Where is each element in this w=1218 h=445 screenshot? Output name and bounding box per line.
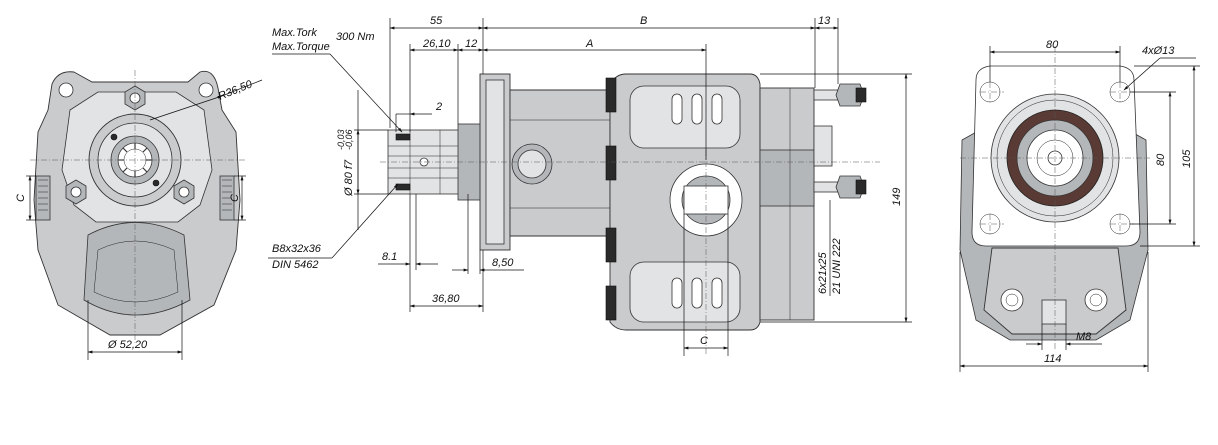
dim-c-left: C [15, 194, 27, 202]
label-max-tork: Max.Tork [272, 27, 317, 39]
dim-holes: 4xØ13 [1142, 45, 1175, 57]
rear-boss-right [1084, 288, 1108, 312]
label-thread1: 6x21x25 [817, 252, 829, 294]
dim-2610: 26,10 [422, 38, 451, 50]
dim-m8: M8 [1076, 331, 1092, 343]
dim-13: 13 [818, 15, 831, 27]
dim-shaft-dia: Ø 80 f7 [343, 159, 355, 197]
dim-105: 105 [1181, 149, 1193, 168]
dim-55: 55 [430, 15, 443, 27]
dim-80-side: 80 [1155, 153, 1167, 166]
dim-tol-lower: -0,06 [344, 129, 354, 150]
dim-tol-upper: -0,03 [336, 129, 346, 150]
front-lug-hole-right [198, 82, 214, 98]
front-bolt-left [65, 179, 87, 205]
dim-a: A [585, 38, 593, 50]
side-bolts-left [605, 77, 617, 321]
dim-80-top: 80 [1046, 39, 1059, 51]
side-view: 55 B 13 26,10 12 A 2 Max.Tork Max.Torque… [268, 15, 912, 356]
label-max-torque: Max.Torque [272, 41, 330, 53]
rear-view: 80 4xØ13 80 105 M8 114 [959, 39, 1200, 372]
dim-d5220: Ø 52,20 [107, 339, 148, 351]
dim-c-bottom: C [700, 335, 708, 347]
side-slots-bottom [671, 277, 723, 309]
label-torque-value: 300 Nm [336, 31, 375, 43]
label-spline2: DIN 5462 [272, 259, 318, 271]
front-lug-hole-left [58, 82, 74, 98]
side-slots-top [671, 93, 723, 125]
label-thread2: 21 UNI 222 [831, 238, 843, 295]
dim-12: 12 [465, 38, 477, 50]
side-studs-rear [813, 83, 867, 199]
front-lower-boss [83, 222, 191, 316]
front-view: R36,50 C C Ø 52,20 [15, 70, 263, 360]
dim-3680: 36,80 [432, 293, 460, 305]
dim-c-right: C [229, 194, 241, 202]
dim-114: 114 [1044, 353, 1062, 365]
front-bolt-right [173, 179, 195, 205]
dim-2: 2 [435, 101, 442, 113]
dim-b: B [640, 15, 647, 27]
dim-149: 149 [891, 188, 903, 206]
dim-r3650: R36,50 [217, 78, 255, 103]
label-spline1: B8x32x36 [272, 243, 322, 255]
rear-boss-left [1000, 288, 1024, 312]
dim-850: 8,50 [492, 257, 514, 269]
dim-81: 8.1 [382, 251, 397, 263]
